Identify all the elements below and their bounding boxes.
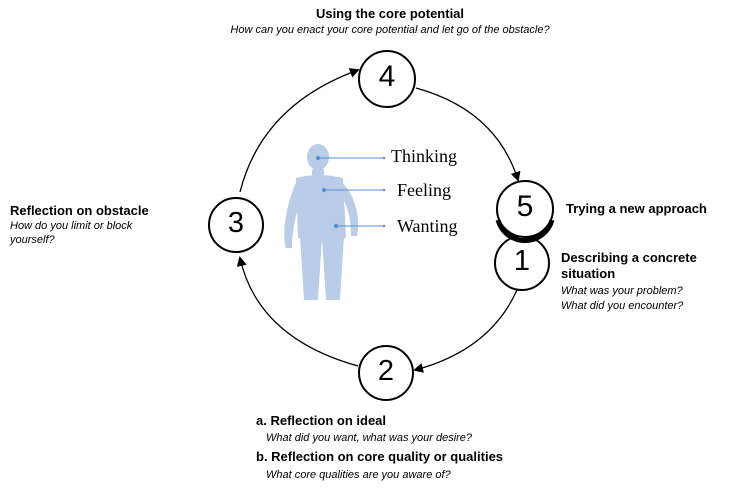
label-feeling: Feeling [397, 180, 451, 200]
circle-step-5 [496, 180, 554, 238]
step-2a-title: a. Reflection on ideal [256, 413, 387, 428]
step-3-question-line1: How do you limit or block [10, 220, 133, 232]
step-5-title: Trying a new approach [566, 201, 707, 216]
step-2-number: 2 [377, 355, 395, 387]
arrow-4-to-5 [415, 87, 521, 182]
step-2b-question: What core qualities are you aware of? [266, 469, 451, 481]
step-4-title: Using the core potential [315, 6, 465, 21]
arrow-3-to-4 [239, 68, 360, 193]
step-3-title: Reflection on obstacle [10, 203, 149, 218]
step-2b-title: b. Reflection on core quality or qualiti… [256, 449, 504, 464]
step-4-question: How can you enact your core potential an… [230, 24, 550, 36]
step-1-title-line1: Describing a concrete [561, 250, 697, 265]
step-4-number: 4 [378, 60, 396, 93]
step-5-number: 5 [516, 190, 534, 223]
human-figure-icon [284, 144, 359, 300]
step-3-number: 3 [227, 207, 245, 239]
arrow-2-to-3 [236, 256, 359, 367]
step-1-question-line2: What did you encounter? [561, 300, 684, 312]
circle-step-4 [358, 50, 416, 108]
figure-pointers [318, 157, 384, 227]
figure-pointer-dots [315, 155, 386, 229]
step-2a-question: What did you want, what was your desire? [266, 432, 473, 444]
circle-5-shadow-arc [495, 219, 555, 244]
circle-step-2 [358, 345, 414, 401]
step-1-title-line2: situation [561, 266, 616, 281]
step-3-question-line2: yourself? [10, 234, 55, 246]
step-1-number: 1 [513, 245, 531, 277]
label-thinking: Thinking [391, 146, 457, 166]
step-1-question-line1: What was your problem? [561, 285, 683, 297]
arrow-1-to-2 [413, 289, 518, 373]
circle-step-3 [208, 197, 264, 253]
label-wanting: Wanting [397, 216, 458, 236]
